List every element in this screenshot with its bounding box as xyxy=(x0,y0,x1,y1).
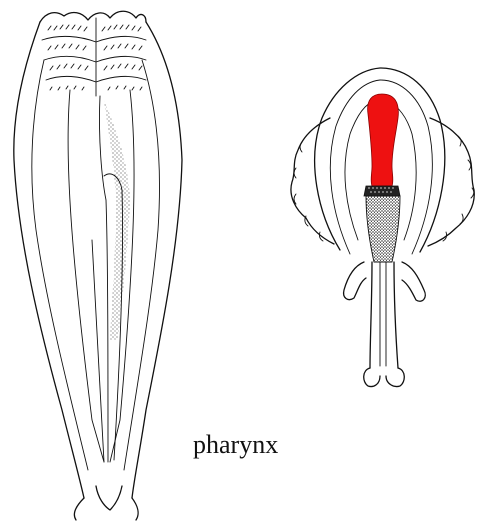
elongated-pharynx-drawing xyxy=(14,11,182,520)
pharynx-crown-outline xyxy=(40,11,146,22)
pharynx-outer-outline xyxy=(14,22,182,498)
pharynx-stalk xyxy=(370,262,398,368)
pharynx-process-right xyxy=(402,262,425,301)
pharynx-wall-right xyxy=(124,60,159,470)
pharynx-section-drawing xyxy=(291,68,474,387)
pharynx-lobe-right xyxy=(428,118,474,246)
pharynx-process-left xyxy=(344,262,366,300)
pharynx-wall-left xyxy=(32,60,88,470)
pharynx-label: pharynx xyxy=(193,432,278,458)
pharynx-base xyxy=(74,486,138,520)
pharynx-bulb-left xyxy=(364,368,380,387)
pharynx-bulb-right xyxy=(386,368,404,387)
pharynx-highlight xyxy=(368,94,399,186)
